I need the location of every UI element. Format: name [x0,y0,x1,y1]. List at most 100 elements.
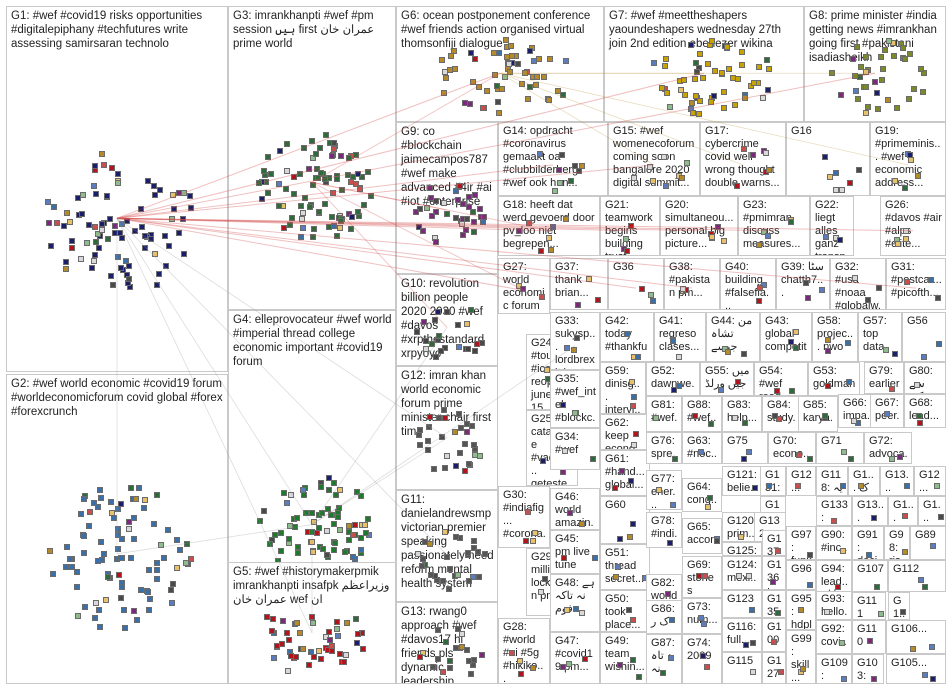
vertex-icon [732,415,738,421]
group-cell-g58: G58: projec... nwo [812,312,858,362]
vertex-icon [368,193,374,199]
vertex-icon [571,347,577,353]
vertex-icon [930,543,936,549]
vertex-icon [268,171,274,177]
vertex-icon [316,648,322,654]
vertex-icon [288,492,294,498]
vertex-icon [299,216,305,222]
vertex-icon [50,571,56,577]
vertex-icon [146,607,152,613]
vertex-icon [433,239,439,245]
vertex-icon [863,54,869,60]
vertex-icon [96,607,102,613]
vertex-icon [538,589,544,595]
vertex-icon [446,586,452,592]
vertex-icon [154,567,160,573]
vertex-icon [109,510,115,516]
vertex-icon [334,626,340,632]
vertex-icon [346,537,352,543]
vertex-icon [563,58,569,64]
vertex-icon [934,483,940,489]
vertex-icon [852,73,858,79]
group-cell-g87: G87: ہ تاہ نہ [646,634,682,684]
group-label: G78: #indi... [651,515,678,548]
vertex-icon [115,171,121,177]
vertex-icon [617,662,623,668]
group-cell-g1_b: G1... ک [848,466,880,496]
vertex-icon [527,84,533,90]
vertex-icon [712,68,718,74]
vertex-icon [765,87,771,93]
vertex-icon [788,339,794,345]
group-cell-g65: G65: accor... [682,518,722,554]
vertex-icon [871,676,877,682]
group-cell-g137: G137 [762,530,786,556]
group-cell-g15: G15: #wef womenecoforum coming soon bang… [608,122,700,196]
vertex-icon [456,344,462,350]
group-label: G2: #wef world economic #covid19 forum #… [11,377,224,419]
vertex-icon [92,615,98,621]
vertex-icon [142,497,148,503]
vertex-icon [168,587,174,593]
vertex-icon [310,620,316,626]
vertex-icon [329,648,335,654]
vertex-icon [574,335,580,341]
group-cell-g31: G31: #postcar... #picofth... [886,258,946,310]
vertex-icon [322,176,328,182]
vertex-icon [757,285,763,291]
group-label: G71 [821,435,860,448]
vertex-icon [904,279,910,285]
vertex-icon [900,45,906,51]
vertex-icon [292,524,298,530]
vertex-icon [358,547,364,553]
group-label: G58: projec... nwo [817,315,854,354]
vertex-icon [564,345,570,351]
group-cell-g112: G112 [888,560,946,592]
vertex-icon [128,555,134,561]
vertex-icon [518,671,524,677]
vertex-icon [338,153,344,159]
vertex-icon [935,295,941,301]
vertex-icon [822,413,828,419]
vertex-icon [448,53,454,59]
vertex-icon [277,148,283,154]
vertex-icon [158,542,164,548]
group-cell-g124: G124: méxi... [722,556,762,590]
vertex-icon [738,534,744,540]
vertex-icon [879,77,885,83]
vertex-icon [145,589,151,595]
vertex-icon [886,38,892,44]
vertex-icon [829,70,835,76]
group-cell-g79: G79: earlier... [864,362,904,394]
vertex-icon [284,141,290,147]
vertex-icon [481,214,487,220]
vertex-icon [166,243,172,249]
vertex-icon [851,418,857,424]
vertex-icon [892,351,898,357]
vertex-icon [92,224,98,230]
vertex-icon [796,452,802,458]
vertex-icon [635,354,641,360]
vertex-icon [108,499,114,505]
vertex-icon [327,637,333,643]
vertex-icon [358,535,364,541]
vertex-icon [871,515,877,521]
group-cell-g13: G13: rwang0 approach #wef #davos17 hi fr… [396,602,498,684]
vertex-icon [291,191,297,197]
vertex-icon [678,87,684,93]
vertex-icon [464,321,470,327]
vertex-icon [99,151,105,157]
group-cell-g92: G92: covi... [816,620,852,654]
vertex-icon [440,669,446,675]
vertex-icon [930,676,936,682]
vertex-icon [174,537,180,543]
vertex-icon [667,104,673,110]
vertex-icon [756,242,762,248]
group-cell-g2: G2: #wef world economic #covid19 forum #… [6,374,228,684]
vertex-icon [284,168,290,174]
vertex-icon [430,664,436,670]
vertex-icon [154,492,160,498]
vertex-icon [875,106,881,112]
vertex-icon [803,280,809,286]
vertex-icon [746,573,752,579]
